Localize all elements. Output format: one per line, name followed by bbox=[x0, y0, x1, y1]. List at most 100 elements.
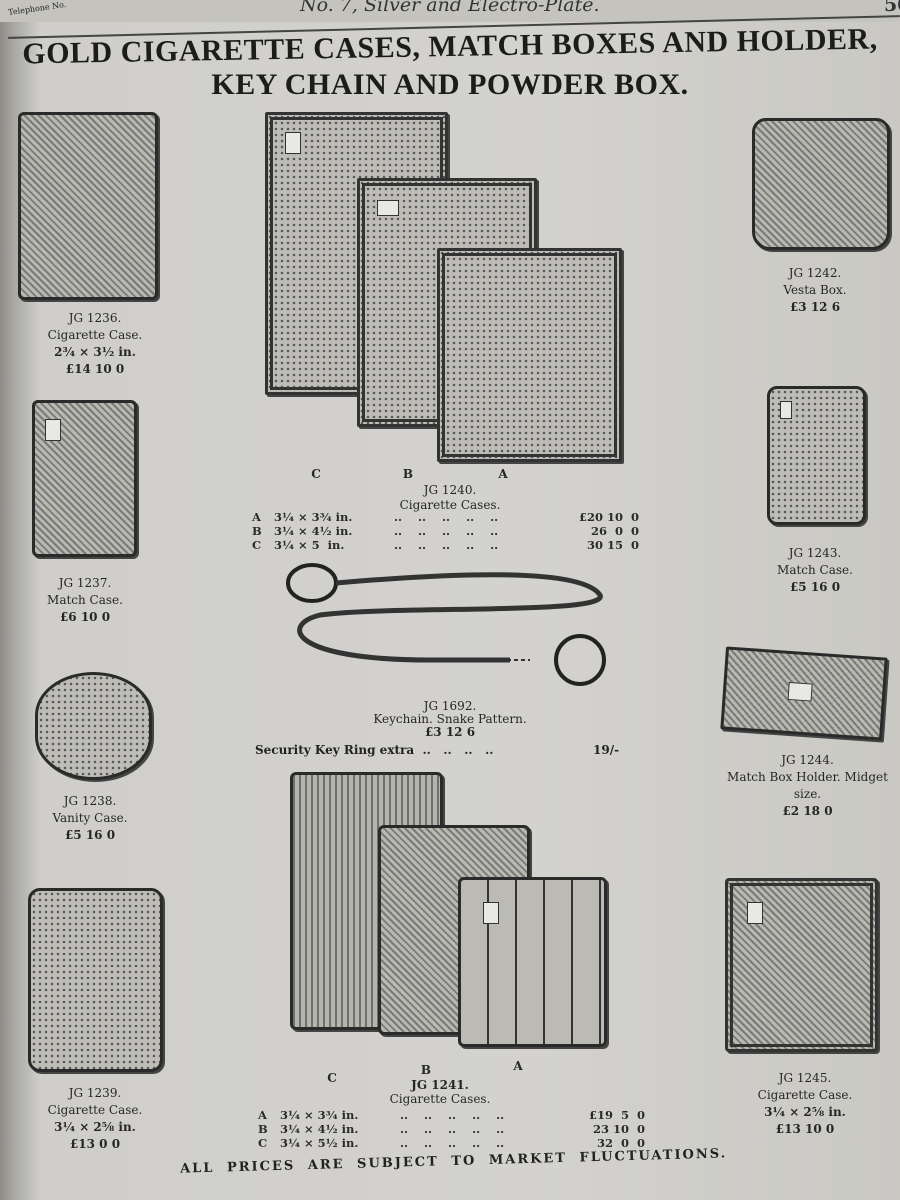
security-key-ring-label: Security Key Ring extra .. .. .. .. bbox=[255, 743, 494, 757]
jg1240-label-a: A bbox=[498, 467, 508, 481]
header-section: No. 7, Silver and Electro-Plate. bbox=[300, 0, 600, 16]
page-number: 50 bbox=[884, 0, 900, 16]
jg1240-label-b: B bbox=[402, 467, 414, 481]
jg1240-dots: .. .. .. .. .. bbox=[394, 538, 499, 552]
jg1236-size: 2¾ × 3½ in. bbox=[54, 345, 136, 359]
jg1243-image bbox=[767, 386, 866, 525]
jg1241-label-a: A bbox=[513, 1059, 523, 1073]
jg1240-name: Cigarette Cases. bbox=[399, 498, 501, 512]
jg1240-caption: JG 1240. Cigarette Cases. bbox=[350, 482, 550, 512]
jg1239-price: £13 0 0 bbox=[69, 1137, 121, 1151]
jg1236-name: Cigarette Case. bbox=[47, 328, 143, 342]
running-header: Telephone No. No. 7, Silver and Electro-… bbox=[0, 0, 900, 22]
header-telephone: Telephone No. bbox=[7, 0, 67, 18]
jg1241-v: C bbox=[258, 1136, 268, 1150]
jg1241-v: B bbox=[258, 1122, 268, 1136]
jg1244-caption: JG 1244. Match Box Holder. Midget size. … bbox=[715, 752, 900, 820]
jg1241-v: A bbox=[258, 1108, 267, 1122]
jg1241-dots: .. .. .. .. .. bbox=[400, 1108, 505, 1122]
jg1238-price: £5 16 0 bbox=[64, 828, 116, 842]
page-title-line1: GOLD CIGARETTE CASES, MATCH BOXES AND HO… bbox=[22, 22, 878, 71]
jg1692-keychain-image bbox=[286, 563, 606, 686]
jg1241-size: 3¼ × 4½ in. bbox=[280, 1122, 359, 1136]
jg1237-price: £6 10 0 bbox=[59, 610, 111, 624]
jg1241-price: 23 10 0 bbox=[592, 1122, 645, 1136]
jg1240-code: JG 1240. bbox=[423, 483, 477, 497]
jg1240-price: 30 15 0 bbox=[586, 538, 639, 552]
jg1238-caption: JG 1238. Vanity Case. £5 16 0 bbox=[15, 793, 165, 844]
jg1239-image bbox=[28, 888, 163, 1072]
jg1245-name: Cigarette Case. bbox=[757, 1088, 853, 1102]
jg1241-price-table: A 3¼ × 3¾ in. .. .. .. .. .. £19 5 0 B 3¼ × 4… bbox=[258, 1108, 645, 1150]
jg1240-price: £20 10 0 bbox=[578, 510, 639, 524]
security-key-ring-price: 19/- bbox=[593, 743, 620, 757]
jg1245-code: JG 1245. bbox=[778, 1071, 832, 1085]
jg1239-size: 3¼ × 2⅝ in. bbox=[54, 1120, 136, 1134]
jg1244-name-cont: size. bbox=[793, 787, 822, 801]
jg1240-size: 3¼ × 3¾ in. bbox=[274, 510, 353, 524]
jg1241-code: JG 1241. bbox=[411, 1078, 469, 1092]
jg1237-name: Match Case. bbox=[47, 593, 123, 607]
jg1237-code: JG 1237. bbox=[58, 576, 112, 590]
jg1240-dots: .. .. .. .. .. bbox=[394, 510, 499, 524]
jg1238-code: JG 1238. bbox=[63, 794, 117, 808]
jg1243-caption: JG 1243. Match Case. £5 16 0 bbox=[740, 545, 890, 596]
jg1238-name: Vanity Case. bbox=[52, 811, 128, 825]
jg1241-caption: JG 1241. Cigarette Cases. bbox=[355, 1078, 525, 1106]
jg1241-label-c: C bbox=[327, 1071, 337, 1085]
jg1236-image bbox=[18, 112, 158, 300]
jg1245-image bbox=[725, 878, 878, 1052]
jg1241-name: Cigarette Cases. bbox=[389, 1092, 491, 1106]
jg1244-name: Match Box Holder. Midget bbox=[727, 770, 888, 784]
jg1242-image bbox=[752, 118, 890, 250]
jg1245-caption: JG 1245. Cigarette Case. 3¼ × 2⅝ in. £13… bbox=[730, 1070, 880, 1138]
jg1240-size: 3¼ × 4½ in. bbox=[274, 524, 353, 538]
jg1240-label-c: C bbox=[311, 467, 321, 481]
jg1240-case-a bbox=[437, 248, 622, 462]
jg1692-code: JG 1692. bbox=[423, 699, 477, 713]
jg1240-case-c bbox=[265, 112, 448, 395]
jg1238-image bbox=[35, 672, 152, 780]
jg1242-code: JG 1242. bbox=[788, 266, 842, 280]
footer-notice: ALL PRICES ARE SUBJECT TO MARKET FLUCTUA… bbox=[179, 1146, 728, 1177]
jg1239-code: JG 1239. bbox=[68, 1086, 122, 1100]
jg1241-size: 3¼ × 3¾ in. bbox=[280, 1108, 359, 1122]
jg1240-v: A bbox=[252, 510, 261, 524]
jg1241-price: 32 0 0 bbox=[596, 1136, 645, 1150]
jg1241-price: £19 5 0 bbox=[588, 1108, 645, 1122]
jg1241-row: C 3¼ × 5½ in. .. .. .. .. .. 32 0 0 bbox=[258, 1136, 645, 1150]
jg1244-code: JG 1244. bbox=[781, 753, 834, 767]
jg1244-image bbox=[720, 646, 888, 741]
jg1241-row: B 3¼ × 4½ in. .. .. .. .. .. 23 10 0 bbox=[258, 1122, 645, 1136]
jg1241-dots: .. .. .. .. .. bbox=[400, 1122, 505, 1136]
jg1241-label-b: B bbox=[420, 1063, 432, 1077]
jg1692-name: Keychain. Snake Pattern. bbox=[373, 712, 527, 726]
jg1241-dots: .. .. .. .. .. bbox=[400, 1136, 505, 1150]
jg1239-caption: JG 1239. Cigarette Case. 3¼ × 2⅝ in. £13… bbox=[20, 1085, 170, 1153]
jg1239-name: Cigarette Case. bbox=[47, 1103, 143, 1117]
jg1240-dots: .. .. .. .. .. bbox=[394, 524, 499, 538]
jg1242-caption: JG 1242. Vesta Box. £3 12 6 bbox=[740, 265, 890, 316]
jg1242-name: Vesta Box. bbox=[783, 283, 847, 297]
jg1236-caption: JG 1236. Cigarette Case. 2¾ × 3½ in. £14… bbox=[10, 310, 180, 378]
jg1243-code: JG 1243. bbox=[788, 546, 842, 560]
jg1692-price: £3 12 6 bbox=[424, 725, 476, 739]
jg1242-price: £3 12 6 bbox=[789, 300, 841, 314]
jg1240-price: 26 0 0 bbox=[590, 524, 639, 538]
jg1243-name: Match Case. bbox=[777, 563, 853, 577]
page-title-line2: KEY CHAIN AND POWDER BOX. bbox=[211, 68, 689, 101]
jg1692-caption: JG 1692. Keychain. Snake Pattern. £3 12 … bbox=[330, 700, 570, 739]
jg1241-size: 3¼ × 5½ in. bbox=[280, 1136, 359, 1150]
jg1241-case-a bbox=[458, 877, 607, 1047]
jg1237-image bbox=[32, 400, 137, 557]
jg1237-caption: JG 1237. Match Case. £6 10 0 bbox=[10, 575, 160, 626]
jg1240-row: A 3¼ × 3¾ in. .. .. .. .. .. £20 10 0 bbox=[252, 510, 639, 524]
jg1245-size: 3¼ × 2⅝ in. bbox=[764, 1105, 846, 1119]
jg1236-price: £14 10 0 bbox=[65, 362, 125, 376]
jg1244-price: £2 18 0 bbox=[782, 804, 833, 818]
jg1236-code: JG 1236. bbox=[68, 311, 122, 325]
jg1241-row: A 3¼ × 3¾ in. .. .. .. .. .. £19 5 0 bbox=[258, 1108, 645, 1122]
